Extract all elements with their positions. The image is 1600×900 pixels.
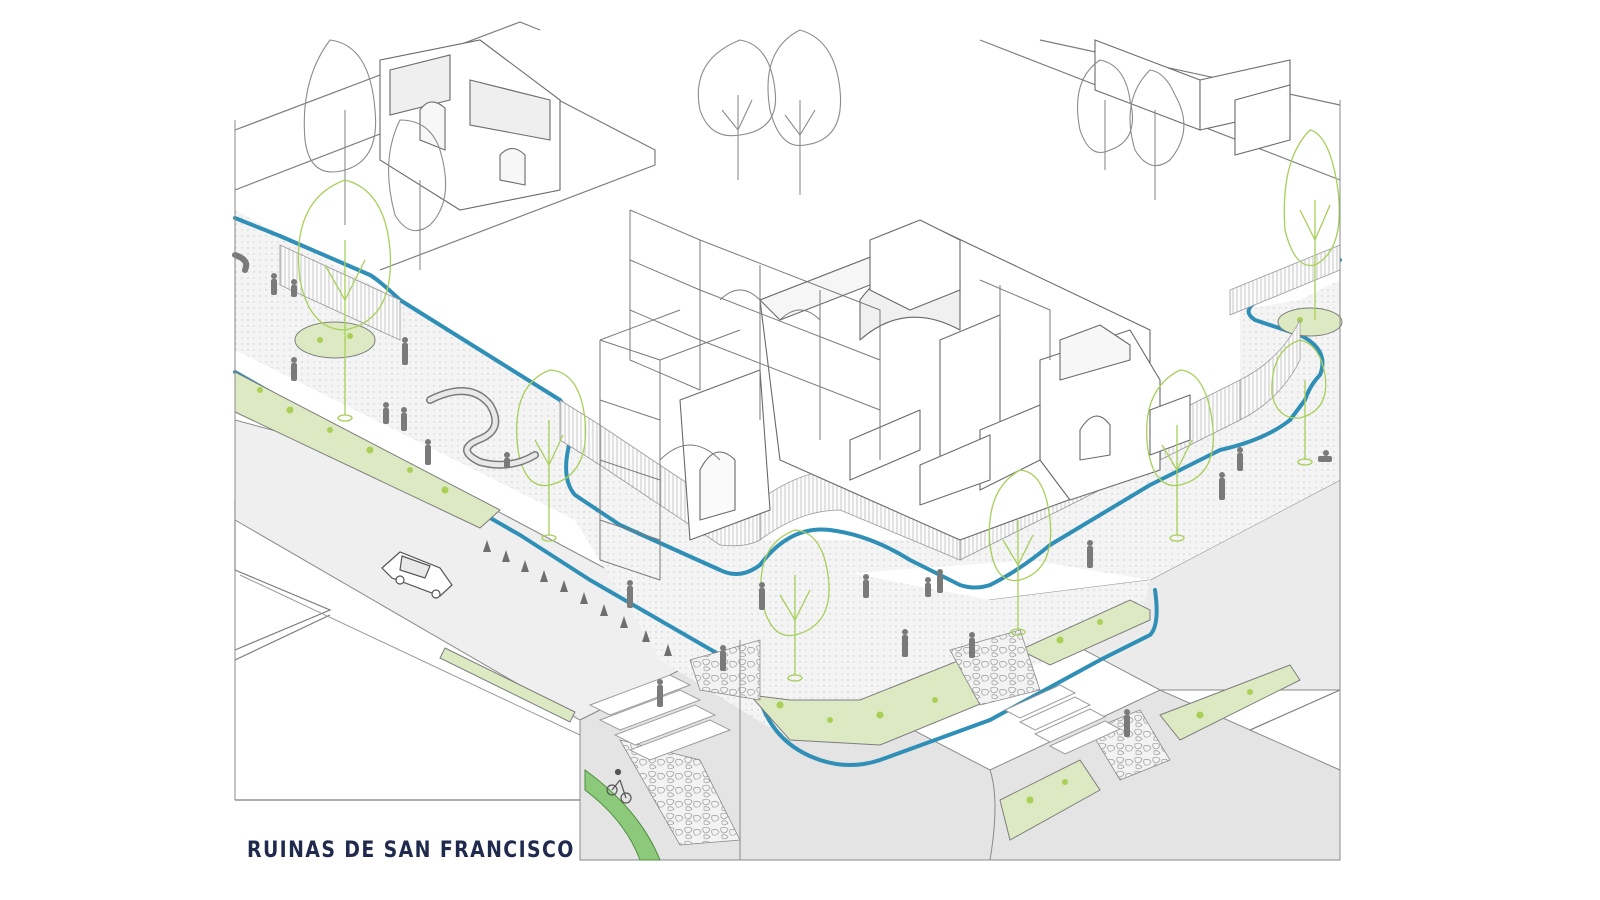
tree-plaza-3 [760,529,830,682]
pedestrian [1124,709,1130,737]
pedestrian [383,402,389,424]
pedestrian [863,574,869,598]
pedestrian [759,582,765,610]
pedestrian [1318,450,1332,462]
curb-lines [234,100,1341,861]
cyclist-figure [606,768,632,804]
pedestrian [925,577,931,597]
planter-round-west [294,321,376,359]
pedestrian [402,337,408,365]
pedestrian [1219,472,1225,500]
crosswalk-east [1003,684,1122,755]
planter-west-sidewalk [439,647,576,723]
planter-round-east [1277,307,1343,337]
pedestrian [657,679,663,707]
tree-plaza-1 [297,179,392,422]
pedestrian [271,273,277,295]
tree-plaza-4 [988,469,1052,636]
pedestrian [627,580,633,608]
pedestrian [504,452,510,468]
pedestrian [720,645,726,671]
pedestrians [271,273,1332,737]
bench-west-edge [232,252,250,273]
pedestrian [1087,540,1093,568]
tree-plaza-5 [1146,369,1214,542]
planter-far-south [999,759,1101,841]
pedestrian [902,629,908,657]
san-francisco-ruins-building [599,209,1191,581]
pedestrian [1237,447,1243,471]
planting-beds [234,307,1343,841]
northwest-ruin [379,39,561,211]
pedestrian [401,407,407,431]
car [381,551,453,599]
planter-east-curb [1018,599,1151,666]
tree-plaza-7 [1271,339,1327,466]
pedestrian [937,569,943,593]
northeast-buildings [1094,39,1291,156]
pedestrian [291,357,297,381]
planter-southeast [1159,664,1301,741]
street-trees [297,129,1340,682]
pedestrian [425,439,431,465]
bike-lane [584,768,661,861]
drawing-caption: RUINAS DE SAN FRANCISCO [247,838,575,863]
pedestrian [291,279,297,297]
crosswalk-west [588,674,732,761]
background-trees [303,29,1185,270]
tree-plaza-2 [516,369,587,542]
bollards [483,540,672,656]
tree-plaza-6 [1283,129,1340,320]
pedestrian [969,632,975,658]
